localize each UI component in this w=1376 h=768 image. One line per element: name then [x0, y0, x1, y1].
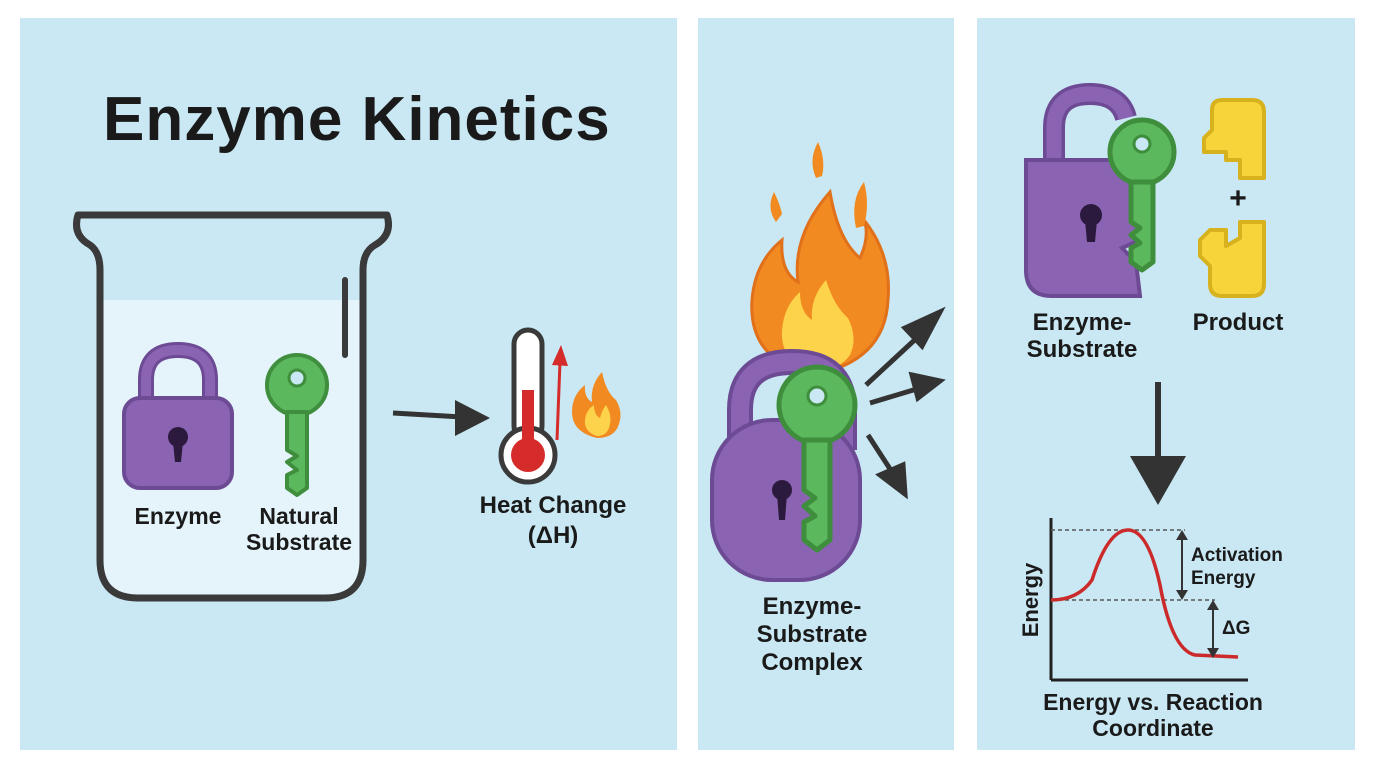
- graph-caption-line1: Energy vs. Reaction: [1043, 689, 1263, 715]
- product-top-icon: [1202, 98, 1266, 180]
- activation-label-line2: Energy: [1191, 568, 1256, 589]
- graph-caption-line2: Coordinate: [1092, 715, 1213, 741]
- complex-label-line3: Complex: [761, 649, 863, 676]
- graph-ylabel: Energy: [1018, 562, 1043, 637]
- es-label-line1: Enzyme-: [1033, 309, 1132, 336]
- complex-key-icon: [776, 364, 858, 553]
- substrate-key-icon: [265, 353, 329, 497]
- small-flame-icon: [572, 372, 621, 438]
- substrate-label-line2: Substrate: [246, 529, 352, 555]
- burst-arrows: [864, 306, 946, 500]
- product-bottom-icon: [1198, 220, 1266, 298]
- heat-label-line1: Heat Change: [480, 492, 627, 519]
- heat-up-arrow-icon: [552, 345, 568, 441]
- plus-sign: +: [1229, 182, 1247, 215]
- energy-graph: [1049, 518, 1248, 682]
- activation-label-line1: Activation: [1191, 545, 1283, 566]
- open-padlock-icon: [1024, 82, 1143, 298]
- product-label: Product: [1193, 309, 1284, 336]
- es-key-icon: [1107, 117, 1177, 273]
- energy-curve: [1050, 528, 1239, 659]
- complex-label-line1: Enzyme-: [763, 593, 862, 620]
- substrate-label-line1: Natural: [259, 503, 338, 529]
- thermometer-icon: [498, 327, 558, 485]
- delta-g-label: ΔG: [1222, 618, 1250, 639]
- enzyme-label: Enzyme: [135, 503, 222, 529]
- es-label-line2: Substrate: [1027, 336, 1138, 363]
- heat-label-line2: (ΔH): [528, 522, 579, 549]
- page-title: Enzyme Kinetics: [103, 85, 611, 154]
- down-arrow: [1130, 382, 1186, 505]
- enzyme-padlock-icon: [122, 341, 234, 490]
- flame-icon: [750, 142, 890, 377]
- arrow-to-heat: [392, 400, 490, 436]
- complex-label-line2: Substrate: [757, 621, 868, 648]
